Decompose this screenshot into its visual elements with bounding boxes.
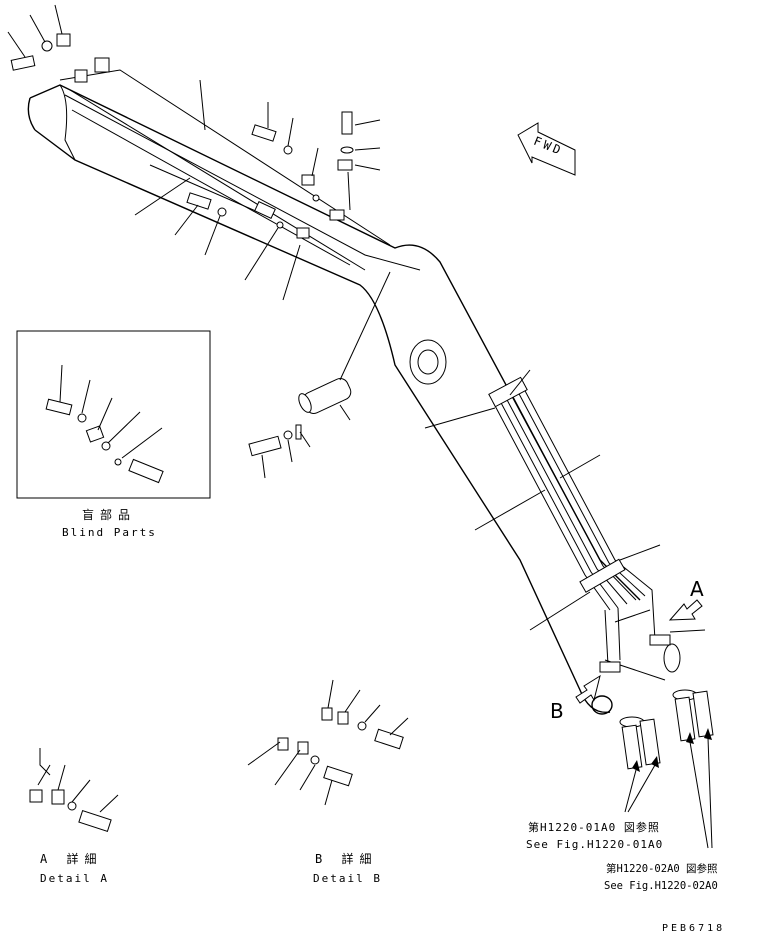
detail-b-parts	[247, 679, 409, 806]
blind-parts-inset	[16, 330, 211, 499]
blind-parts-title-en: Blind Parts	[62, 526, 157, 539]
pin-and-bolt	[248, 271, 391, 479]
reference-2-en: See Fig.H1220-02A0	[604, 880, 718, 892]
view-a-letter: A	[690, 577, 704, 601]
reference-1-jp: 第H1220-01A0 図参照	[528, 821, 660, 834]
hydraulic-hose-bundle	[488, 376, 656, 666]
detail-b-title-en: Detail B	[313, 872, 382, 885]
view-arrow-a-icon	[668, 599, 703, 621]
boom-top-pipes	[59, 57, 391, 271]
detail-a-parts	[29, 748, 119, 832]
detail-a-title-en: Detail A	[40, 872, 109, 885]
drawing-number: PEB6718	[662, 923, 726, 934]
bolt-set-middle	[134, 177, 301, 301]
view-arrow-b-icon	[575, 674, 601, 704]
tip-clamps-and-hose-ends	[599, 634, 714, 849]
reference-1-en: See Fig.H1220-01A0	[526, 838, 664, 851]
reference-2-jp: 第H1220-02A0 図参照	[606, 863, 718, 875]
detail-a-title-jp: A 詳細	[40, 852, 103, 866]
blind-parts-title-jp: 盲部品	[82, 508, 137, 522]
fwd-arrow-icon	[517, 122, 576, 176]
bolt-set-upper	[251, 102, 381, 211]
view-b-letter: B	[550, 699, 564, 723]
detail-b-title-jp: B 詳細	[315, 852, 378, 866]
leader-lines	[199, 79, 706, 681]
root-clamp-parts	[7, 4, 71, 71]
